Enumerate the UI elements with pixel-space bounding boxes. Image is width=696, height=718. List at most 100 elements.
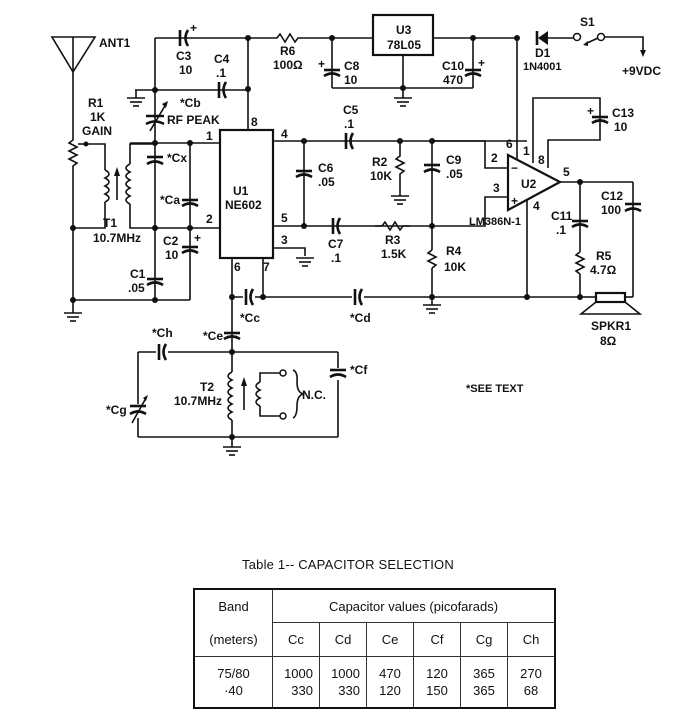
c11-value: .1 xyxy=(556,223,566,237)
u2-pin-6: 6 xyxy=(506,137,513,151)
r1-function: GAIN xyxy=(82,124,112,138)
cd-values: 1000 330 xyxy=(319,656,367,709)
cb-label: *Cb xyxy=(180,96,201,110)
resistor-r1: R1 1K GAIN xyxy=(67,96,112,178)
r6-name: R6 xyxy=(280,44,296,58)
diode-d1: D1 1N4001 xyxy=(523,31,575,73)
r3-name: R3 xyxy=(385,233,401,247)
cd-label: *Cd xyxy=(350,311,371,325)
nc-label: N.C. xyxy=(302,388,326,402)
resistor-r3: R3 1.5K xyxy=(375,220,410,261)
u2-pin-4: 4 xyxy=(533,199,540,213)
u2-inverting: − xyxy=(511,161,518,175)
ground-icon xyxy=(295,257,315,267)
u1-pin-6: 6 xyxy=(234,260,241,274)
c3-polarity: + xyxy=(190,21,197,35)
u1-pin-2: 2 xyxy=(206,212,213,226)
c13-name: C13 xyxy=(612,106,634,120)
cx-label: *Cx xyxy=(167,151,187,165)
cell: 1000 xyxy=(331,666,360,681)
c12-value: 100 xyxy=(601,203,621,217)
c4-name: C4 xyxy=(214,52,230,66)
capacitor-c7: C7 .1 xyxy=(328,217,344,265)
band-cell: 75/80 ·40 xyxy=(193,656,273,709)
speaker-spkr1: SPKR1 8Ω xyxy=(578,291,643,348)
cell: 270 xyxy=(520,666,542,681)
amplifier-u2-lm386: − + U2 LM386N-1 1 2 3 4 5 6 8 xyxy=(469,137,570,228)
spkr-value: 8Ω xyxy=(600,334,617,348)
capacitor-ce: *Ce xyxy=(203,329,241,343)
cg-label: *Cg xyxy=(106,403,127,417)
table-title: Table 1-- CAPACITOR SELECTION xyxy=(242,557,454,572)
c10-value: 470 xyxy=(443,73,463,87)
c10-name: C10 xyxy=(442,59,464,73)
t1-frequency: 10.7MHz xyxy=(93,231,141,245)
r2-name: R2 xyxy=(372,155,388,169)
band-unit: (meters) xyxy=(193,622,273,657)
c9-name: C9 xyxy=(446,153,462,167)
c2-value: 10 xyxy=(165,248,179,262)
u1-pin-4: 4 xyxy=(281,127,288,141)
cell: 120 xyxy=(426,666,448,681)
capacitor-cb-rf-peak: *Cb RF PEAK xyxy=(145,96,220,132)
c8-value: 10 xyxy=(344,73,358,87)
c11-name: C11 xyxy=(551,209,573,223)
ground-icon xyxy=(393,97,413,107)
c4-value: .1 xyxy=(216,66,226,80)
d1-name: D1 xyxy=(535,46,551,60)
s1-name: S1 xyxy=(580,15,595,29)
u2-pin-5: 5 xyxy=(563,165,570,179)
t2-name: T2 xyxy=(200,380,214,394)
capacitor-c4: C4 .1 xyxy=(214,52,230,99)
r3-value: 1.5K xyxy=(381,247,407,261)
cell: 1000 xyxy=(284,666,313,681)
c1-name: C1 xyxy=(130,267,146,281)
u1-pin-1: 1 xyxy=(206,129,213,143)
u1-part: NE602 xyxy=(225,198,262,212)
u2-pin-3: 3 xyxy=(493,181,500,195)
cell: 365 xyxy=(473,683,495,698)
c2-name: C2 xyxy=(163,234,179,248)
capacitor-cc: *Cc xyxy=(240,288,260,325)
cell: 330 xyxy=(338,683,360,698)
r2-value: 10K xyxy=(370,169,392,183)
ce-label: *Ce xyxy=(203,329,223,343)
r4-name: R4 xyxy=(446,244,462,258)
u1-pin-8: 8 xyxy=(251,115,258,129)
table-header-row: Band Capacitor values (picofarads) xyxy=(193,588,556,623)
c12-name: C12 xyxy=(601,189,623,203)
capacitor-c11: C11 .1 xyxy=(551,209,589,237)
c6-name: C6 xyxy=(318,161,334,175)
cf-label: *Cf xyxy=(350,363,368,377)
switch-s1[interactable]: S1 xyxy=(572,15,606,46)
r1-name: R1 xyxy=(88,96,104,110)
column-header-ce: Ce xyxy=(366,622,414,657)
supply-arrow-icon xyxy=(640,50,646,57)
column-header-cf: Cf xyxy=(413,622,461,657)
cell: 150 xyxy=(426,683,448,698)
ground-icon xyxy=(390,195,410,205)
c1-value: .05 xyxy=(128,281,145,295)
capacitor-c5: C5 .1 xyxy=(343,103,359,150)
c3-name: C3 xyxy=(176,49,192,63)
d1-part: 1N4001 xyxy=(523,61,562,73)
u2-noninverting: + xyxy=(511,194,518,208)
ic-u1-ne602: U1 NE602 1 2 3 4 5 6 7 8 xyxy=(206,115,288,274)
capacitor-c3: + C3 10 xyxy=(176,21,197,77)
capacitor-c10: + C10 470 xyxy=(442,56,485,87)
c5-value: .1 xyxy=(344,117,354,131)
resistor-r5: R5 4.7Ω xyxy=(574,249,617,277)
c8-name: C8 xyxy=(344,59,360,73)
u2-pin-2: 2 xyxy=(491,151,498,165)
u3-part: 78L05 xyxy=(387,38,421,52)
ground-icon xyxy=(126,97,146,107)
capacitor-c2: + C2 10 xyxy=(163,231,201,262)
resistor-r2: R2 10K xyxy=(370,141,406,196)
capacitor-c6: C6 .05 xyxy=(295,161,335,189)
capacitor-selection-table: Band Capacitor values (picofarads) (mete… xyxy=(193,588,556,709)
ground-icon xyxy=(422,304,442,314)
u2-pin-1: 1 xyxy=(523,144,530,158)
